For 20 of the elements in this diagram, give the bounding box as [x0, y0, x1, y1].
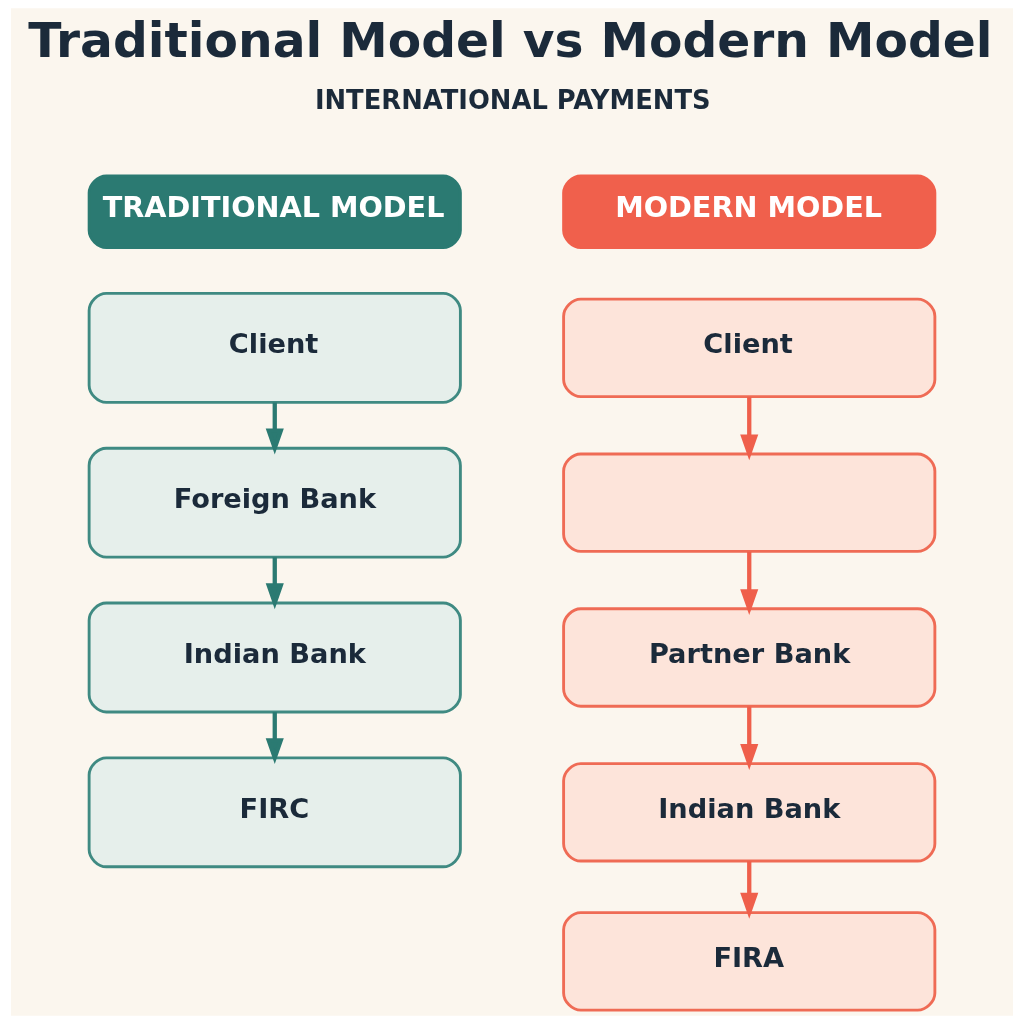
arrow — [265, 557, 284, 610]
node-box: Client — [87, 291, 462, 404]
node-box: FIRC — [87, 756, 462, 869]
node-box: Indian Bank — [562, 762, 937, 863]
arrow — [265, 402, 284, 455]
node-box: Partner Bank — [562, 607, 937, 708]
node-box: Client — [562, 297, 937, 399]
label: INTERNATIONAL PAYMENTS — [314, 85, 711, 116]
arrow — [740, 861, 759, 919]
arrow — [740, 706, 759, 770]
arrow — [265, 712, 284, 764]
node-box: MODERN MODEL — [562, 174, 937, 249]
arrow — [740, 396, 759, 461]
diagram-title: Traditional Model vs Modern Model — [28, 12, 993, 69]
node-box: FIRA — [562, 911, 937, 1012]
node-box: Indian Bank — [87, 601, 462, 714]
arrow — [740, 551, 759, 616]
node-box: Foreign Bank — [87, 446, 462, 559]
node-box: TRADITIONAL MODEL — [87, 174, 462, 249]
node-box — [562, 452, 937, 553]
